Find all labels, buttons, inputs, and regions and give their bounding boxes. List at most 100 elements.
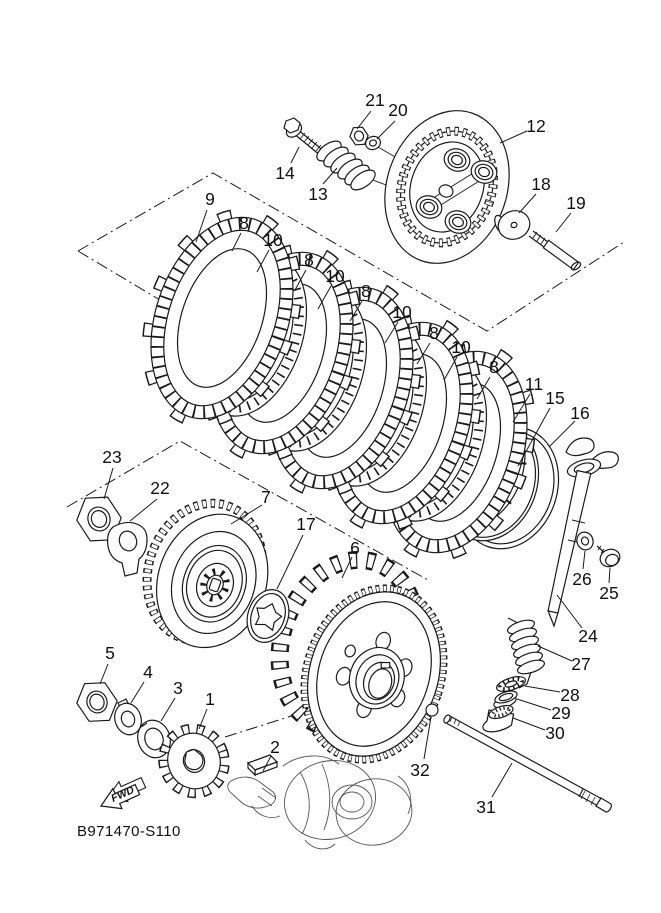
clutch-housing-6 — [270, 550, 448, 764]
leader-line-10-11 — [317, 285, 332, 310]
leader-line-28-34 — [524, 685, 561, 693]
leader-line-17-23 — [276, 534, 304, 590]
spring-washer-17 — [246, 589, 290, 643]
callout-11-17: 11 — [525, 374, 543, 394]
pressure-plate-12 — [384, 110, 510, 264]
callout-24-32: 24 — [578, 626, 598, 646]
leader-line-3-27 — [160, 697, 176, 722]
leader-line-20-1 — [376, 120, 396, 140]
spring-washer-28 — [496, 676, 526, 692]
leader-line-25-38 — [608, 567, 611, 584]
cap-18 — [494, 210, 531, 240]
callout-15-18: 15 — [545, 388, 564, 408]
callout-8-14: 8 — [429, 323, 439, 343]
callout-2-29: 2 — [270, 737, 280, 757]
callout-30-36: 30 — [545, 723, 565, 743]
screw-19 — [528, 230, 582, 271]
fwd-arrow: FWD — [99, 776, 147, 810]
leader-line-13-4 — [322, 167, 338, 185]
callout-32-30: 32 — [410, 760, 429, 780]
leader-line-10-9 — [256, 249, 270, 273]
callout-6-24: 6 — [350, 538, 360, 558]
leader-line-18-5 — [518, 193, 537, 214]
leader-line-6-24 — [341, 556, 353, 579]
callout-5-25: 5 — [105, 643, 115, 663]
callout-22-21: 22 — [150, 478, 169, 498]
callout-16-19: 16 — [570, 403, 589, 423]
primary-gear-1 — [158, 723, 230, 799]
leader-line-2-29 — [262, 755, 272, 772]
leader-line-10-13 — [384, 321, 399, 344]
nut-5 — [76, 682, 118, 722]
push-lever-24 — [547, 437, 619, 628]
diagram-code: B971470-S110 — [77, 823, 181, 840]
leader-line-29-35 — [516, 698, 552, 711]
bolt-25 — [596, 545, 621, 568]
clutch-boss-7 — [142, 498, 269, 649]
callout-10-9: 10 — [263, 230, 283, 250]
callout-20-1: 20 — [388, 100, 408, 120]
leader-line-5-25 — [99, 663, 109, 685]
callout-1-28: 1 — [205, 689, 215, 709]
bolt-14 — [283, 117, 326, 157]
leader-line-8-16 — [476, 376, 491, 400]
leader-line-12-2 — [499, 130, 528, 144]
leader-line-23-20 — [103, 467, 114, 500]
callout-10-15: 10 — [451, 337, 471, 357]
leader-line-1-28 — [198, 708, 208, 730]
lock-washer-4 — [114, 698, 142, 736]
callout-18-5: 18 — [531, 174, 550, 194]
torsion-spring-27 — [506, 617, 546, 689]
leader-line-8-10 — [294, 269, 307, 291]
push-rod-31 — [443, 714, 612, 813]
crankcase-ghost-outline — [227, 755, 413, 850]
callout-12-2: 12 — [526, 116, 545, 136]
ring-29 — [493, 690, 518, 709]
callout-26-37: 26 — [572, 569, 591, 589]
callout-4-26: 4 — [143, 662, 153, 682]
callout-31-31: 31 — [476, 797, 495, 817]
leader-line-15-18 — [517, 407, 551, 467]
leader-line-14-3 — [290, 146, 300, 164]
callout-3-27: 3 — [173, 678, 183, 698]
leader-line-22-21 — [129, 498, 158, 522]
callout-27-33: 27 — [571, 654, 590, 674]
leader-line-11-17 — [512, 393, 531, 423]
leader-line-9-7 — [195, 209, 208, 243]
callout-28-34: 28 — [560, 685, 579, 705]
leader-line-7-22 — [230, 504, 263, 525]
callout-10-11: 10 — [325, 266, 345, 286]
callout-19-6: 19 — [566, 193, 585, 213]
leader-line-30-36 — [512, 717, 546, 731]
leader-line-31-31 — [491, 762, 513, 798]
callout-21-0: 21 — [365, 90, 384, 110]
callout-29-35: 29 — [551, 703, 570, 723]
key-2 — [246, 754, 279, 777]
leader-line-16-19 — [548, 420, 576, 448]
washer-26 — [576, 531, 594, 551]
leader-line-21-0 — [356, 110, 372, 130]
callout-13-4: 13 — [308, 184, 327, 204]
leader-line-27-33 — [537, 645, 573, 662]
callout-8-8: 8 — [239, 213, 249, 233]
collar-30 — [482, 704, 515, 733]
callout-25-38: 25 — [599, 583, 618, 603]
leader-line-8-14 — [416, 342, 431, 365]
callout-14-3: 14 — [275, 163, 295, 183]
callout-10-13: 10 — [392, 302, 412, 322]
leader-line-10-15 — [443, 356, 458, 381]
leader-line-26-37 — [582, 550, 586, 570]
ball-32 — [425, 703, 439, 717]
nut-21 — [349, 126, 369, 146]
clutch-plate-stack — [121, 193, 558, 577]
leader-line-24-32 — [556, 594, 583, 629]
callout-8-10: 8 — [304, 250, 314, 270]
leader-line-8-8 — [231, 232, 242, 252]
callout-23-20: 23 — [102, 447, 121, 467]
leader-line-8-12 — [349, 300, 363, 322]
callout-9-7: 9 — [205, 189, 215, 209]
leader-line-4-26 — [130, 681, 145, 704]
